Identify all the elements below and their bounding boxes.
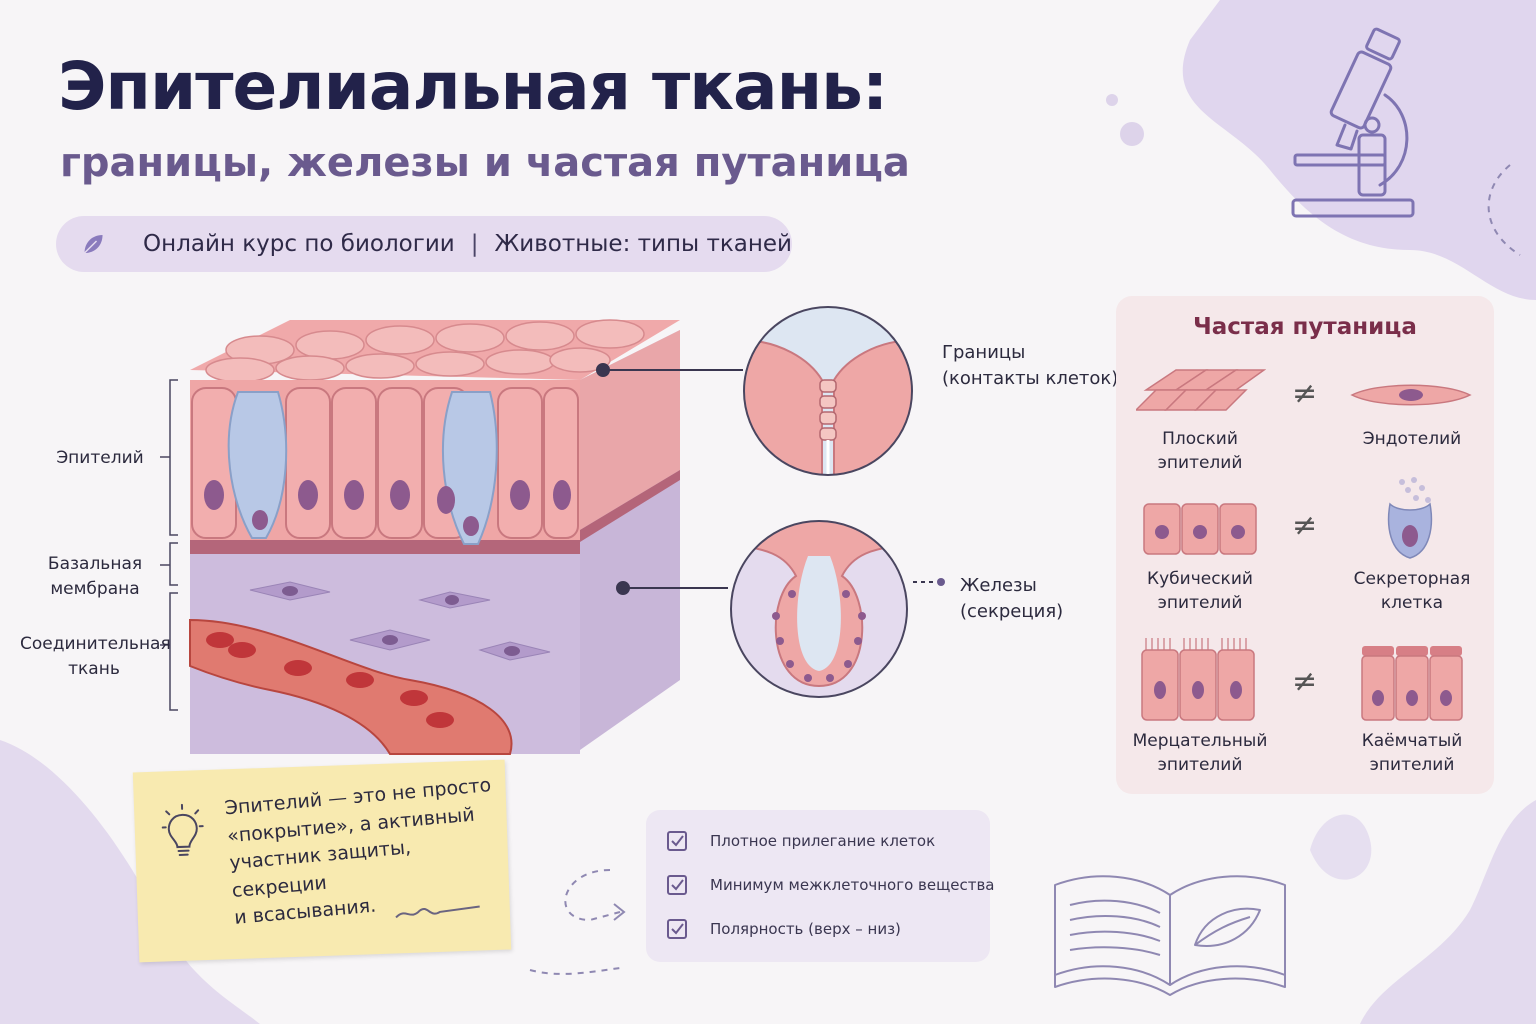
callout-glands-title: Железы bbox=[960, 575, 1037, 596]
label-basal-line2: мембрана bbox=[50, 578, 140, 599]
label-epithelium-text: Эпителий bbox=[56, 448, 144, 468]
leaf-icon bbox=[83, 234, 103, 254]
course-separator: | bbox=[470, 231, 479, 257]
course-pill: Онлайн курс по биологии | Животные: типы т… bbox=[56, 216, 792, 272]
page-title: Эпителиальная ткань: bbox=[58, 48, 888, 125]
squamous-epithelium-icon bbox=[1136, 369, 1266, 411]
bg-blob-bottom-right bbox=[1310, 800, 1536, 1024]
sticky-note: Эпителий — это не просто «покрытие», а а… bbox=[132, 759, 512, 963]
callout-connectors bbox=[596, 363, 945, 595]
label-basal-line1: Базальная bbox=[47, 554, 143, 574]
brush-border-epithelium-icon bbox=[1361, 646, 1463, 721]
squiggle-decoration bbox=[395, 905, 480, 919]
pair1-left-label: Плоский эпителий bbox=[1120, 428, 1280, 476]
callout-borders-title: Границы bbox=[942, 342, 1026, 363]
neq-3: ≠ bbox=[1292, 664, 1318, 699]
lightbulb-icon bbox=[161, 803, 204, 856]
pair1-right-line1: Эндотелий bbox=[1362, 429, 1462, 449]
label-epithelium: Эпителий bbox=[40, 446, 160, 471]
label-connective-line1: Соединительная bbox=[20, 634, 171, 654]
page-subtitle: границы, железы и частая путаница bbox=[60, 140, 910, 186]
callout-glands-sub: (секреция) bbox=[960, 601, 1064, 623]
bubbles bbox=[1106, 94, 1144, 146]
checklist-item: Плотное прилегание клеток bbox=[666, 830, 935, 852]
checkbox-icon bbox=[667, 919, 687, 939]
pair3-left-line2: эпителий bbox=[1157, 754, 1243, 775]
callout-borders: Границы (контакты клеток) bbox=[942, 340, 1118, 392]
cell-junction-magnified bbox=[743, 306, 913, 476]
checklist-item: Минимум межклеточного вещества bbox=[666, 874, 995, 896]
gland-magnified bbox=[730, 520, 908, 698]
neq-1: ≠ bbox=[1292, 376, 1318, 411]
pair1-left-line1: Плоский bbox=[1162, 429, 1238, 449]
checklist-item-text: Полярность (верх – низ) bbox=[710, 920, 901, 938]
ciliated-epithelium-icon bbox=[1141, 638, 1255, 721]
arrow-head bbox=[613, 903, 626, 921]
pair2-right-label: Секреторная клетка bbox=[1332, 568, 1492, 616]
checklist-item-text: Плотное прилегание клеток bbox=[710, 832, 936, 850]
pair3-right-line1: Каёмчатый bbox=[1361, 731, 1463, 751]
pair2-left-label: Кубический эпителий bbox=[1120, 568, 1280, 616]
secretory-cell-icon bbox=[1387, 477, 1433, 559]
dashed-arrow-decoration bbox=[529, 869, 621, 975]
pair3-left-label: Мерцательный эпителий bbox=[1120, 730, 1280, 778]
neq-2: ≠ bbox=[1292, 508, 1318, 543]
microscope-icon bbox=[1291, 27, 1415, 218]
pair2-right-line2: клетка bbox=[1380, 592, 1444, 613]
checklist-item-text: Минимум межклеточного вещества bbox=[710, 876, 995, 894]
checkbox-icon bbox=[667, 831, 687, 851]
pair3-right-label: Каёмчатый эпителий bbox=[1332, 730, 1492, 778]
tissue-block-illustration bbox=[189, 319, 680, 755]
layer-brackets bbox=[160, 379, 178, 711]
pair3-left-line1: Мерцательный bbox=[1132, 731, 1268, 751]
label-connective-line2: ткань bbox=[68, 658, 120, 679]
pair2-left-line1: Кубический bbox=[1147, 569, 1253, 589]
bg-blob-bottom-left bbox=[0, 740, 260, 1024]
label-basal-membrane: Базальная мембрана bbox=[30, 552, 160, 601]
callout-glands: Железы (секреция) bbox=[960, 573, 1063, 625]
book-icon bbox=[1054, 875, 1286, 996]
pair1-left-line2: эпителий bbox=[1157, 452, 1243, 473]
checkbox-icon bbox=[667, 875, 687, 895]
course-name: Онлайн курс по биологии bbox=[143, 231, 455, 257]
pair3-right-line2: эпителий bbox=[1369, 754, 1455, 775]
course-topic: Животные: типы тканей bbox=[494, 231, 792, 257]
pair2-right-line1: Секреторная bbox=[1353, 569, 1471, 589]
dashed-curve-right bbox=[1487, 164, 1521, 256]
checklist-card: Плотное прилегание клеток Минимум межкле… bbox=[646, 810, 995, 962]
course-text: Онлайн курс по биологии | Животные: типы т… bbox=[143, 231, 792, 257]
pair2-left-line2: эпителий bbox=[1157, 592, 1243, 613]
cuboidal-epithelium-icon bbox=[1143, 503, 1257, 555]
confusion-title: Частая путаница bbox=[1193, 314, 1417, 340]
confusion-panel: Частая путаница ≠ Плоский эпителий Эндоте… bbox=[1116, 296, 1494, 794]
callout-borders-sub: (контакты клеток) bbox=[942, 368, 1119, 390]
checklist-item: Полярность (верх – низ) bbox=[666, 918, 901, 940]
label-connective-tissue: Соединительная ткань bbox=[20, 632, 171, 681]
endothelium-icon bbox=[1350, 384, 1472, 406]
pair1-right-label: Эндотелий bbox=[1332, 428, 1492, 452]
